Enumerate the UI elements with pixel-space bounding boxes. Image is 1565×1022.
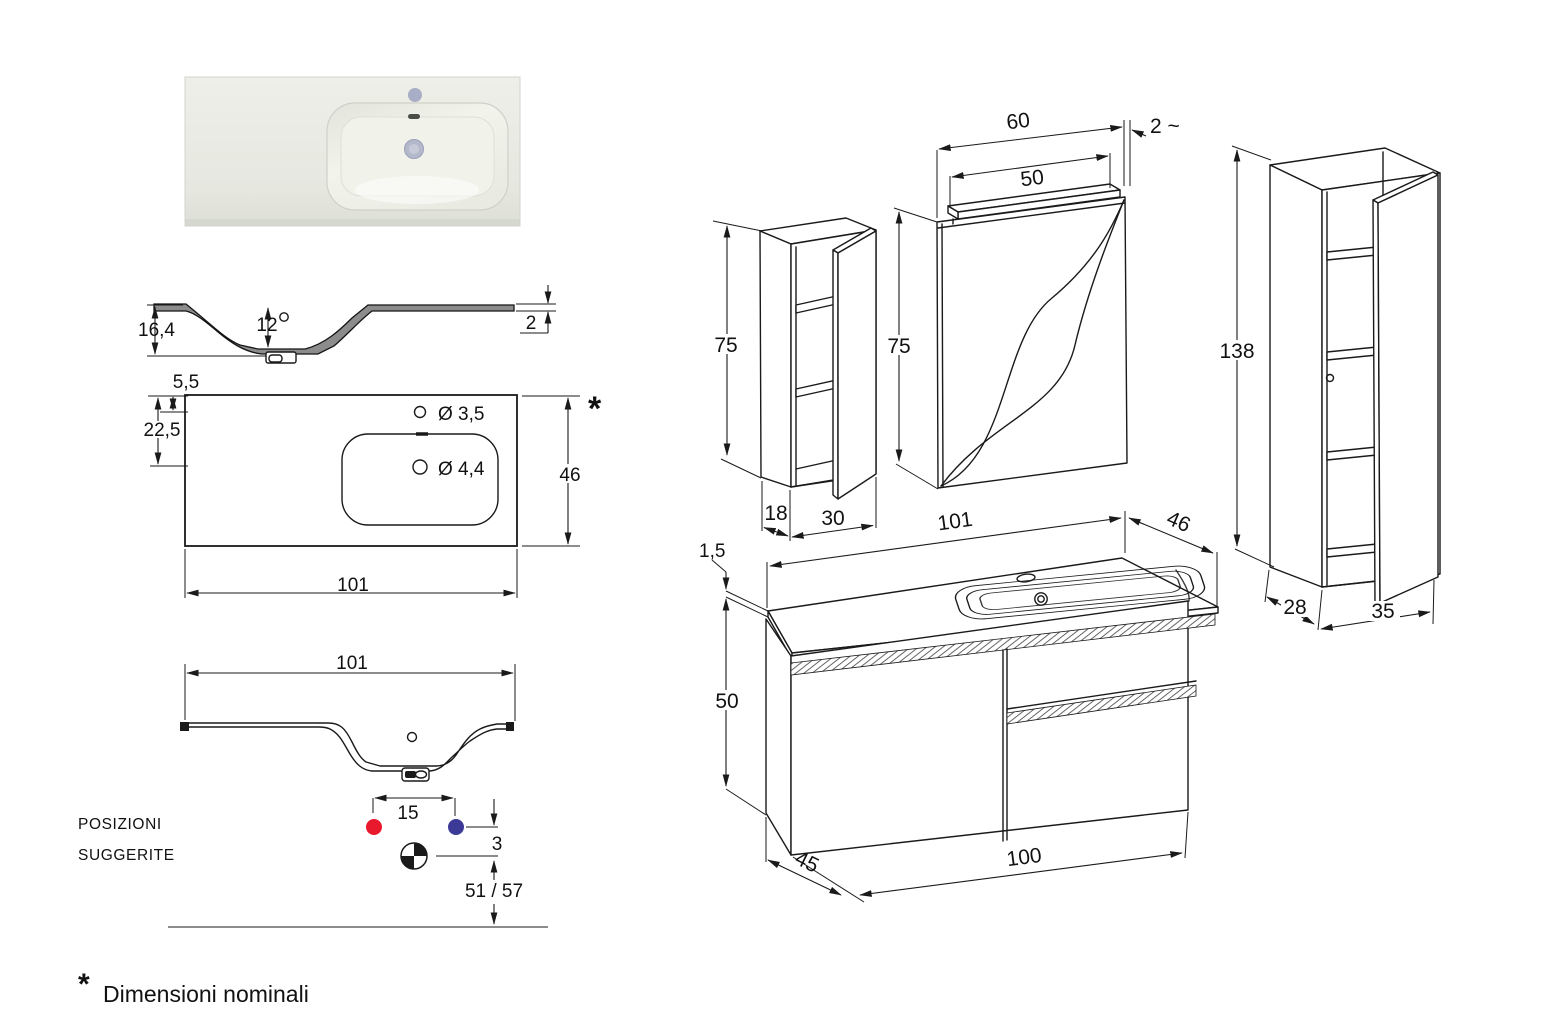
drain-offset-label: 22,5: [144, 420, 181, 441]
mirror-front: [936, 196, 1128, 489]
cold-water-dot: [448, 819, 464, 835]
plan-width-label: 101: [337, 575, 369, 596]
tall-unit-depth-label: 28: [1283, 596, 1306, 619]
tall-unit-knob: [1325, 373, 1335, 383]
base-width-label: 100: [1005, 844, 1043, 871]
drain-top: [1034, 592, 1048, 606]
mirror-height-label: 75: [887, 335, 910, 358]
mirror-reflection-curve: [940, 199, 1125, 487]
base-unit-front: [790, 600, 1189, 856]
drain-hole-dia-label: Ø 4,4: [438, 459, 485, 480]
section-depth-label: 12: [256, 315, 277, 336]
hot-water-dot: [366, 819, 382, 835]
basin-front-profile: [181, 722, 514, 772]
wall-unit-width-label: 30: [821, 507, 844, 530]
top-thickness-label: 1,5: [699, 541, 725, 562]
basin-section-profile: [153, 303, 515, 355]
top-groove: [790, 613, 1216, 676]
section-edge-label: 2: [526, 313, 537, 334]
mirror-lamp: [947, 183, 1121, 225]
tap-hole-plan: [413, 405, 427, 419]
drain-gap-label: 3: [492, 834, 503, 855]
basin-plan-view: Ø 3,5 Ø 4,4 * 5,5 22,5 46 101: [144, 372, 602, 598]
washbasin-photo: [184, 76, 521, 227]
overflow-slot: [408, 114, 420, 119]
positions-label-2: SUGGERITE: [78, 847, 175, 864]
mirror-lamp-width-label: 50: [1019, 166, 1045, 192]
plan-depth-label: 46: [559, 465, 580, 486]
base-top-width-label: 101: [936, 508, 974, 536]
tap-hole-front: [406, 731, 418, 743]
footnote: * Dimensioni nominali: [78, 968, 309, 1007]
section-height-label: 16,4: [138, 320, 175, 341]
mirror-thickness-label: 2 ~: [1150, 115, 1180, 138]
front-width-label: 101: [336, 653, 368, 674]
basin-section-view: 16,4 12 2: [138, 285, 556, 364]
tap-hole-mark: [279, 312, 289, 322]
footnote-text: Dimensioni nominali: [103, 981, 309, 1007]
drain-hole-plan: [412, 459, 428, 475]
wall-unit-depth-label: 18: [764, 502, 787, 525]
tall-unit-drawing: 138 28 35: [1218, 145, 1441, 631]
base-unit-drawing: 101 46 1,5 50 45 100: [699, 507, 1219, 903]
positions-label-1: POSIZIONI: [78, 816, 162, 833]
basin-front-view: 101 POSIZIONI SUGGERITE 15 3 51 / 57: [78, 653, 548, 928]
wall-unit-height-label: 75: [714, 334, 737, 357]
mirror-width-label: 60: [1005, 109, 1031, 135]
tap-hole-dia-label: Ø 3,5: [438, 404, 484, 425]
drawer-groove: [1006, 684, 1197, 725]
tap-offset-label: 5,5: [173, 372, 199, 393]
nominal-mark-plan: *: [588, 390, 602, 428]
footnote-mark: *: [78, 968, 90, 1001]
tall-unit-width-label: 35: [1371, 600, 1394, 623]
wall-unit-drawing: 75 18 30: [712, 217, 877, 541]
tap-hole-top: [1016, 573, 1036, 583]
tap-spacing-label: 15: [397, 803, 418, 824]
center-of-gravity-icon: [400, 842, 428, 870]
base-height-label: 50: [715, 690, 738, 713]
basin-on-top: [954, 565, 1206, 620]
tall-unit-height-label: 138: [1219, 340, 1254, 363]
mirror-unit-drawing: 60 50 2 ~ 75: [885, 109, 1180, 490]
base-top-depth-label: 46: [1163, 507, 1193, 537]
mount-height-label: 51 / 57: [465, 881, 523, 902]
tap-hole-photo: [408, 88, 422, 102]
